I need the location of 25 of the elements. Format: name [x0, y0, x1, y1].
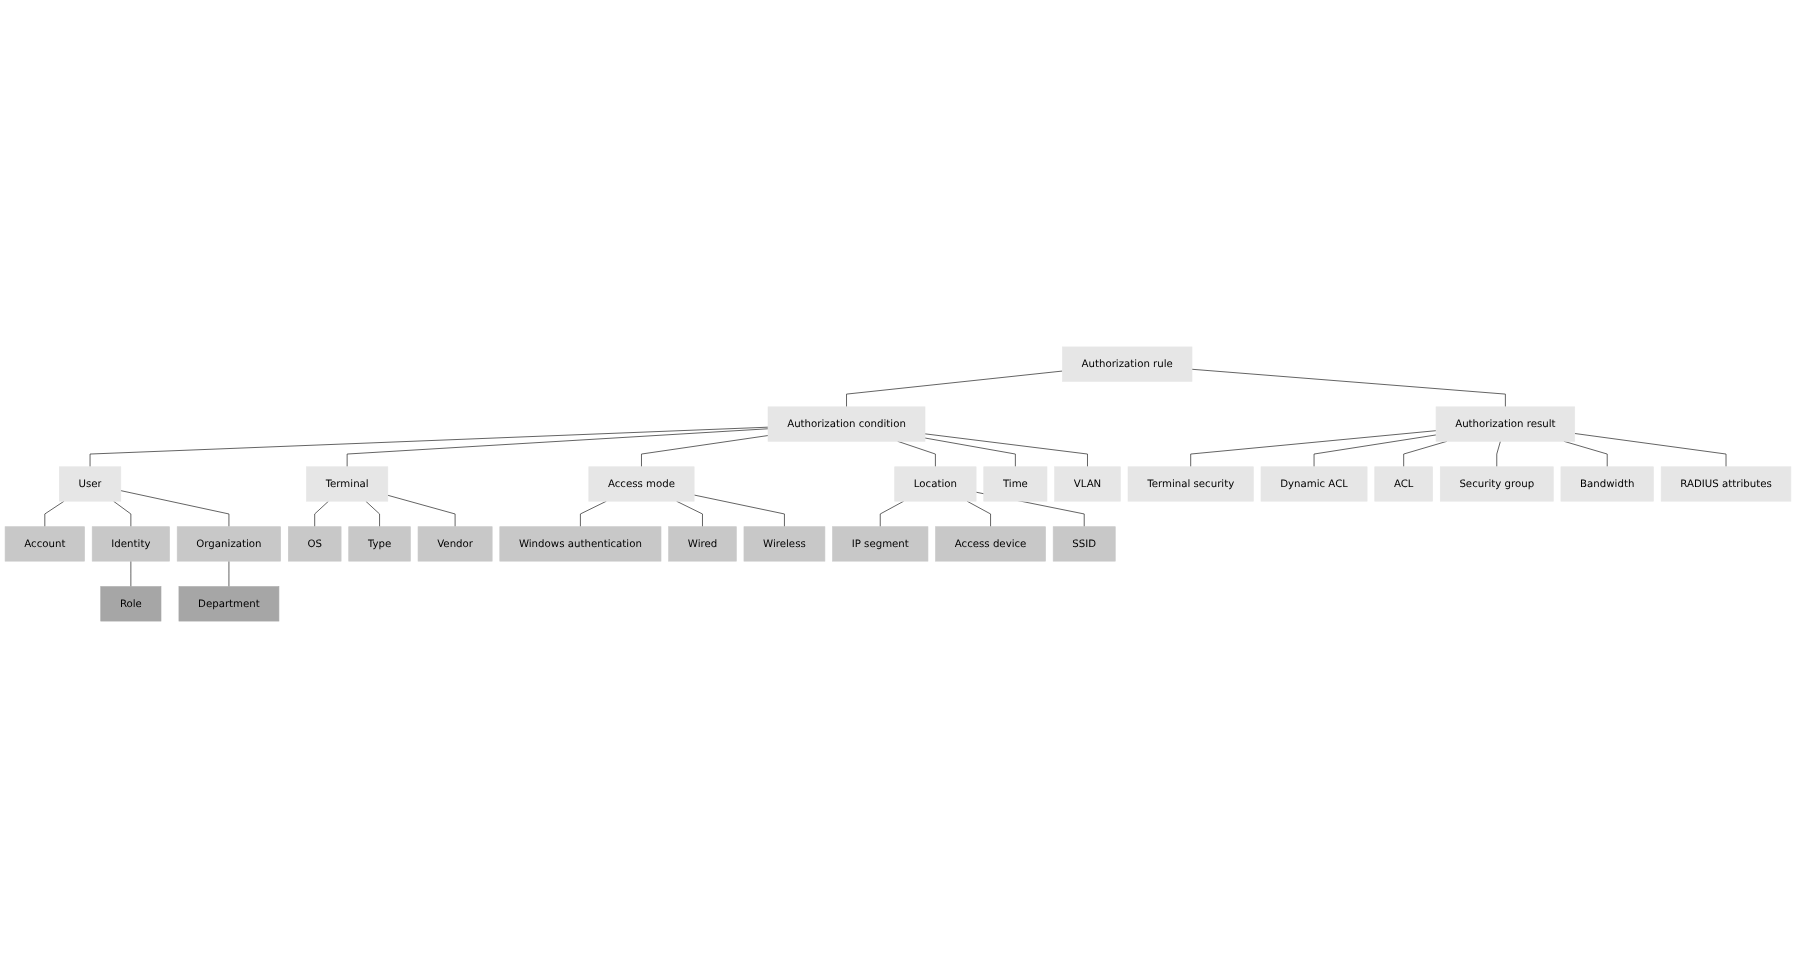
connector — [113, 500, 132, 528]
connector — [1574, 433, 1727, 468]
connector — [897, 440, 936, 468]
connector — [346, 428, 769, 468]
connector — [1403, 440, 1448, 468]
connector — [89, 426, 769, 468]
connector — [966, 500, 991, 528]
connector — [693, 494, 785, 528]
connector — [314, 500, 329, 528]
connector — [924, 437, 1016, 468]
connector — [120, 490, 230, 528]
connector — [1190, 430, 1437, 468]
connector — [580, 500, 607, 528]
connector — [1496, 440, 1501, 468]
connector — [1191, 368, 1506, 408]
connector — [641, 435, 769, 468]
connector — [879, 500, 905, 528]
connector — [387, 494, 456, 528]
connector — [846, 370, 1063, 408]
connector — [44, 500, 65, 528]
connector — [1563, 440, 1608, 468]
connector — [365, 500, 380, 528]
connector — [1313, 434, 1437, 468]
connector — [924, 433, 1088, 468]
connector — [676, 500, 703, 528]
